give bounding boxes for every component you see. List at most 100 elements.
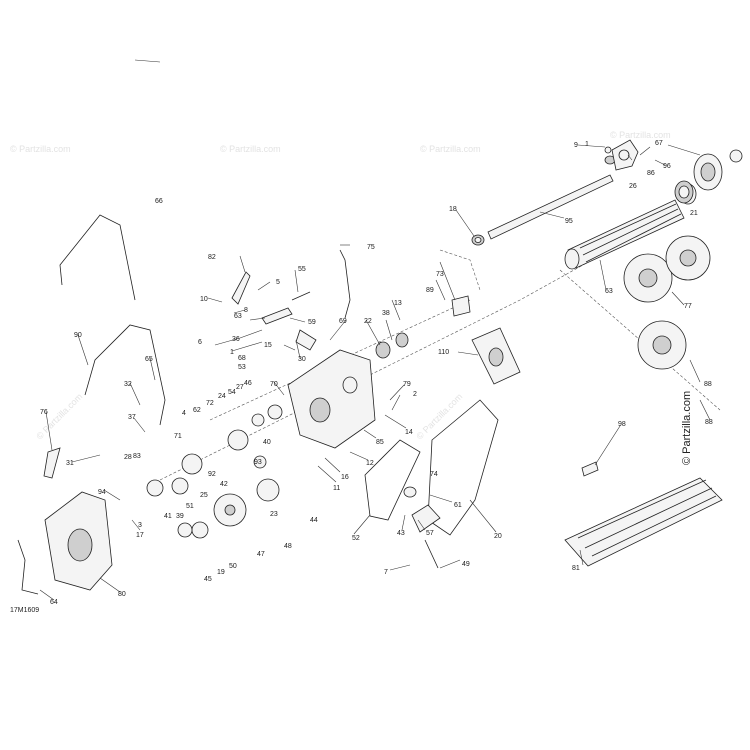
watermark-text: © Partzilla.com [10,144,71,154]
part-label-4: 4 [182,410,186,417]
part-label-27: 27 [236,384,244,391]
part-label-49: 49 [462,561,470,568]
part-label-73: 73 [436,271,444,278]
cover-110 [471,327,521,385]
leader-lines [39,59,711,601]
part-label-77: 77 [684,303,692,310]
part-label-110: 110 [438,349,449,356]
part-label-81: 81 [572,565,580,572]
cable-66 [59,214,136,301]
part-label-45: 45 [204,576,212,583]
part-label-38: 38 [382,310,390,317]
housing-67 [693,149,743,191]
part-label-10: 10 [200,296,208,303]
part-label-79: 79 [403,381,411,388]
part-label-40: 40 [263,439,271,446]
part-label-44: 44 [310,517,318,524]
part-label-96: 96 [663,163,671,170]
track-plate-81 [564,477,723,567]
part-label-57: 57 [426,530,434,537]
part-label-26: 26 [629,183,637,190]
part-label-85: 85 [376,439,384,446]
part-label-61: 61 [454,502,462,509]
part-label-51: 51 [186,503,194,510]
part-label-89: 89 [426,287,434,294]
part-label-68: 68 [238,355,246,362]
part-label-59: 59 [308,319,316,326]
part-label-50: 50 [229,563,237,570]
tensioner-57 [403,486,441,533]
part-label-67: 67 [655,140,663,147]
part-label-71: 71 [174,433,182,440]
part-label-36: 36 [232,336,240,343]
part-label-17: 17 [136,532,144,539]
part-label-72: 72 [206,400,214,407]
part-label-31: 31 [66,460,74,467]
part-label-5: 5 [276,279,280,286]
part-label-80: 80 [118,591,126,598]
sprocket-set-77 [623,235,711,370]
part-label-39: 39 [176,513,184,520]
diagram-code: 17M1609 [10,607,39,614]
cable-75 [339,249,351,319]
part-label-52: 52 [352,535,360,542]
part-label-18: 18 [449,206,457,213]
part-label-82: 82 [208,254,216,261]
partzilla-brand-text: © Partzilla.com [681,391,693,465]
part-label-93: 93 [254,459,262,466]
shift-linkage [231,271,317,351]
part-label-62: 62 [193,407,201,414]
bushing-73 [451,295,471,317]
part-label-21: 21 [690,210,698,217]
part-label-70: 70 [270,381,278,388]
part-label-7: 7 [384,569,388,576]
part-label-1: 1 [585,141,589,148]
part-label-88-b: 88 [705,419,713,426]
watermark-text: © Partzilla.com [610,130,671,140]
part-label-64: 64 [50,599,58,606]
housing-80 [44,491,113,591]
part-label-83: 83 [133,453,141,460]
part-label-92: 92 [208,471,216,478]
part-label-53: 53 [238,364,246,371]
part-label-88: 88 [704,381,712,388]
part-label-65: 65 [145,356,153,363]
cable-90 [84,324,166,426]
part-label-41: 41 [164,513,172,520]
bearing-22 [375,332,409,359]
bracket-64 [17,539,39,595]
part-label-16: 16 [341,474,349,481]
part-label-19: 19 [217,569,225,576]
part-label-24: 24 [218,393,226,400]
part-label-3: 3 [138,522,142,529]
part-label-55: 55 [298,266,306,273]
part-label-58: 63 [234,313,242,320]
output-shaft-95 [471,174,614,246]
part-label-74: 74 [430,471,438,478]
part-label-63: 63 [605,288,613,295]
part-label-48: 48 [284,543,292,550]
part-label-76: 76 [40,409,48,416]
chain-52 [364,439,421,521]
watermark-text: © Partzilla.com [420,144,481,154]
part-label-95: 95 [565,218,573,225]
part-label-28: 28 [124,454,132,461]
part-label-6: 6 [198,339,202,346]
part-label-54: 54 [228,389,236,396]
watermark-text: © Partzilla.com [34,391,84,441]
part-label-1b: 1 [230,349,234,356]
part-label-23: 23 [270,511,278,518]
part-label-15: 15 [264,342,272,349]
bearing-21 [674,180,694,204]
part-label-8: 8 [244,307,248,314]
part-label-43: 43 [397,530,405,537]
part-label-2: 2 [413,391,417,398]
part-label-42: 42 [220,481,228,488]
part-label-46: 46 [244,380,252,387]
flange-26-86 [604,139,639,171]
part-label-69: 69 [339,318,347,325]
pin-49 [424,539,439,569]
part-label-94: 94 [98,489,106,496]
watermark-text: © Partzilla.com [220,144,281,154]
part-label-75: 75 [367,244,375,251]
